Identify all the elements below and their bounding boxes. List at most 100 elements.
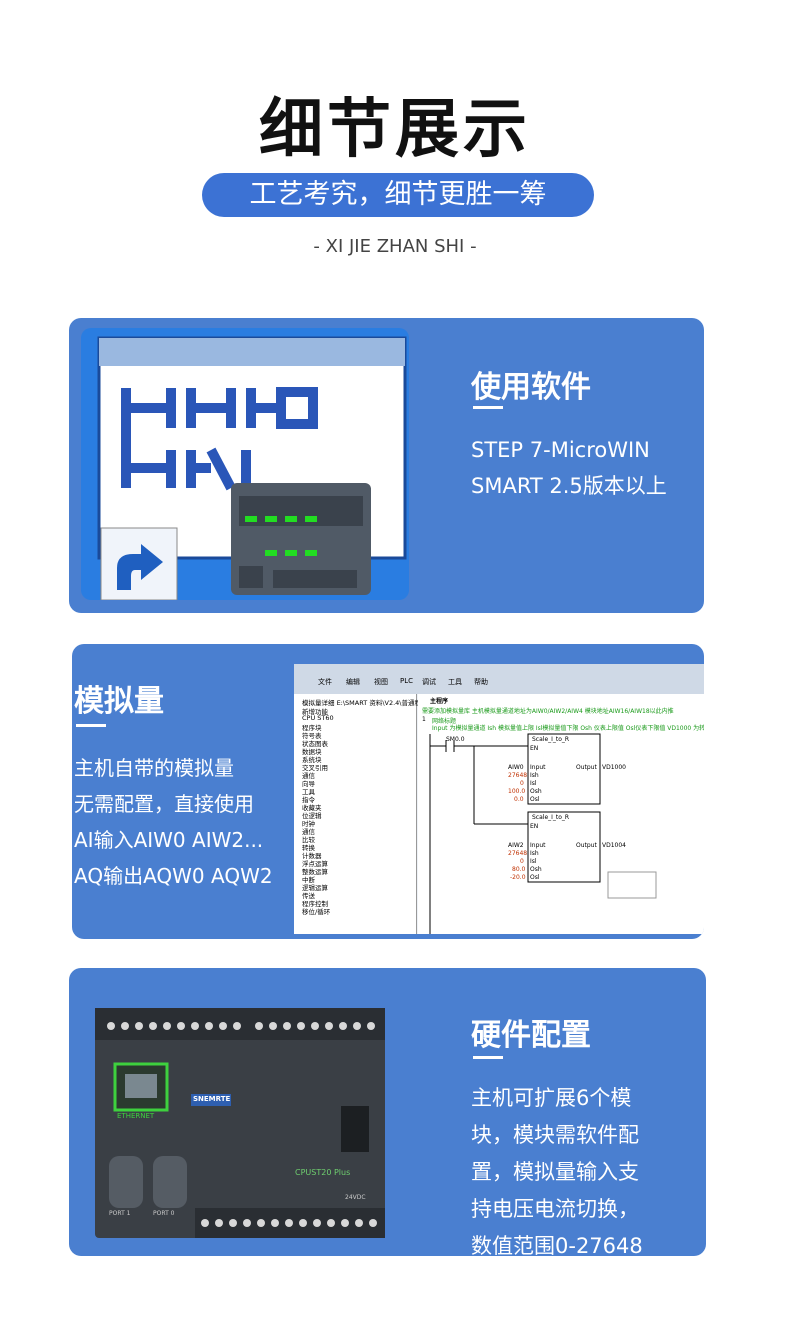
block1-name: Scale_I_to_R [532, 736, 570, 743]
block2-output: VD1004 [602, 842, 626, 849]
network-number: 1 [422, 716, 426, 723]
tree-item[interactable]: 程序块 [302, 724, 322, 732]
tree-item[interactable]: 程序控制 [302, 900, 328, 908]
step7-software-icon [81, 328, 409, 600]
tree-item[interactable]: 浮点运算 [302, 860, 328, 868]
tree-item[interactable]: 逻辑运算 [302, 884, 328, 892]
hardware-line: 持电压电流切换， [471, 1197, 639, 1221]
editor-tab[interactable]: 主程序 [430, 698, 449, 705]
block1-osl-pin: Osl [530, 796, 540, 803]
hardware-line: 块，模块需软件配 [471, 1123, 639, 1147]
menu-debug[interactable]: 调试 [422, 678, 436, 686]
software-underline [473, 406, 503, 409]
tree-item[interactable]: 工具 [302, 788, 315, 796]
block2-en: EN [530, 823, 539, 830]
plc-brand-label: SNEMRTE [193, 1095, 231, 1103]
subtitle-pill: 工艺考究，细节更胜一筹 [202, 173, 594, 217]
plc-voltage-label: 24VDC [345, 1194, 366, 1201]
block1-isl-pin: Isl [530, 780, 537, 787]
hardware-description: 主机可扩展6个模 块，模块需软件配 置，模拟量输入支 持电压电流切换， 数值范围… [471, 1080, 643, 1256]
block1-input-pin: Input [530, 764, 546, 771]
analog-line: AQ输出AQW0 AQW2 [74, 864, 273, 888]
tree-item[interactable]: 通信 [302, 828, 315, 836]
tree-item[interactable]: 传送 [302, 892, 315, 900]
tree-item[interactable]: 指令 [302, 796, 315, 804]
menu-view[interactable]: 视图 [374, 678, 388, 686]
tree-item[interactable]: 时钟 [302, 820, 315, 828]
block2-osl: -20.0 [510, 874, 526, 881]
block2-output-pin: Output [576, 842, 597, 849]
tree-item[interactable]: 整数运算 [302, 868, 328, 876]
tree-item[interactable]: 新增功能 [302, 708, 328, 716]
tree-item[interactable]: 状态图表 [302, 740, 328, 748]
software-card: 使用软件 STEP 7-MicroWIN SMART 2.5版本以上 [69, 318, 704, 613]
analog-line: 主机自带的模拟量 [74, 756, 234, 780]
analog-line: AI输入AIW0 AIW2... [74, 828, 264, 852]
page-title: 细节展示 [259, 93, 531, 167]
block1-input: AIW0 [508, 764, 524, 771]
plc-port0-label: PORT 0 [153, 1210, 175, 1217]
analog-underline [76, 724, 106, 727]
tree-item[interactable]: CPU ST60 [302, 714, 334, 722]
block1-osh-pin: Osh [530, 788, 542, 795]
block2-input: AIW2 [508, 842, 524, 849]
block1-isl: 0 [520, 780, 524, 787]
hardware-line: 置，模拟量输入支 [471, 1160, 639, 1184]
top-comment: 需要添加模拟量库 主机模拟量通道地址为AIW0/AIW2/AIW4 模块地址AI… [422, 708, 674, 715]
network-title: 网络标题 [432, 718, 457, 725]
tree-item[interactable]: 转换 [302, 844, 315, 852]
tree-item[interactable]: 比较 [302, 836, 315, 844]
tree-item[interactable]: 模拟量详细 E:\SMART 资料\V2.4\普通程序 [302, 699, 428, 707]
hardware-line: 数值范围0-27648 [471, 1234, 643, 1256]
block2-input-pin: Input [530, 842, 546, 849]
block2-osh: 80.0 [512, 866, 526, 873]
tree-item[interactable]: 中断 [302, 876, 315, 884]
menu-file[interactable]: 文件 [318, 678, 332, 686]
hardware-heading: 硬件配置 [471, 1018, 591, 1053]
tree-item[interactable]: 移位/循环 [302, 908, 331, 916]
block2-osh-pin: Osh [530, 866, 542, 873]
menu-plc[interactable]: PLC [400, 677, 414, 685]
analog-heading: 模拟量 [74, 684, 164, 719]
block2-ish-pin: Ish [530, 850, 539, 857]
tree-item[interactable]: 位逻辑 [302, 812, 322, 820]
hardware-underline [473, 1056, 503, 1059]
tree-item[interactable]: 通信 [302, 772, 315, 780]
network-comment: Input 为模拟量通道 Ish 模拟量值上限 Isl模拟量值下限 Osh 仪表… [432, 725, 704, 732]
analog-card: 模拟量 主机自带的模拟量 无需配置，直接使用 AI输入AIW0 AIW2... … [72, 644, 704, 939]
contact-label: SM0.0 [446, 736, 465, 743]
menu-tools[interactable]: 工具 [448, 678, 462, 686]
analog-line: 无需配置，直接使用 [74, 792, 254, 816]
block1-ish-pin: Ish [530, 772, 539, 779]
tree-item[interactable]: 向导 [302, 780, 315, 788]
software-line: STEP 7-MicroWIN [471, 438, 650, 462]
plc-port1-label: PORT 1 [109, 1210, 131, 1217]
block1-en: EN [530, 745, 539, 752]
ladder-editor: 主程序 需要添加模拟量库 主机模拟量通道地址为AIW0/AIW2/AIW4 模块… [418, 694, 704, 934]
block1-ish: 27648 [508, 772, 528, 779]
plc-ethernet-label: ETHERNET [117, 1112, 155, 1120]
tree-item[interactable]: 收藏夹 [302, 804, 322, 812]
software-heading: 使用软件 [471, 370, 591, 405]
block2-osl-pin: Osl [530, 874, 540, 881]
ladder-wires [429, 733, 657, 934]
tree-item[interactable]: 数据块 [302, 748, 322, 756]
menu-bar: 文件 编辑 视图 PLC 调试 工具 帮助 [294, 664, 704, 694]
block2-isl-pin: Isl [530, 858, 537, 865]
software-description: STEP 7-MicroWIN SMART 2.5版本以上 [471, 432, 667, 504]
block1-output: VD1000 [602, 764, 626, 771]
block2-isl: 0 [520, 858, 524, 865]
tree-item[interactable]: 符号表 [302, 732, 322, 740]
block2-ish: 27648 [508, 850, 528, 857]
tree-item[interactable]: 计数器 [302, 852, 322, 860]
menu-edit[interactable]: 编辑 [346, 678, 360, 686]
block1-osl: 0.0 [514, 796, 524, 803]
tree-item[interactable]: 系统块 [302, 756, 322, 764]
menu-help[interactable]: 帮助 [474, 678, 488, 686]
software-screenshot: 文件 编辑 视图 PLC 调试 工具 帮助 模拟量详细 E:\SMART 资料\… [294, 664, 704, 934]
plc-device-image: ETHERNET SNEMRTE CPUST20 Plus PORT 1 POR… [95, 1008, 385, 1238]
hardware-card: ETHERNET SNEMRTE CPUST20 Plus PORT 1 POR… [69, 968, 706, 1256]
block1-osh: 100.0 [508, 788, 526, 795]
tree-item[interactable]: 交叉引用 [302, 764, 328, 772]
pinyin-caption: - XI JIE ZHAN SHI - [313, 236, 477, 257]
